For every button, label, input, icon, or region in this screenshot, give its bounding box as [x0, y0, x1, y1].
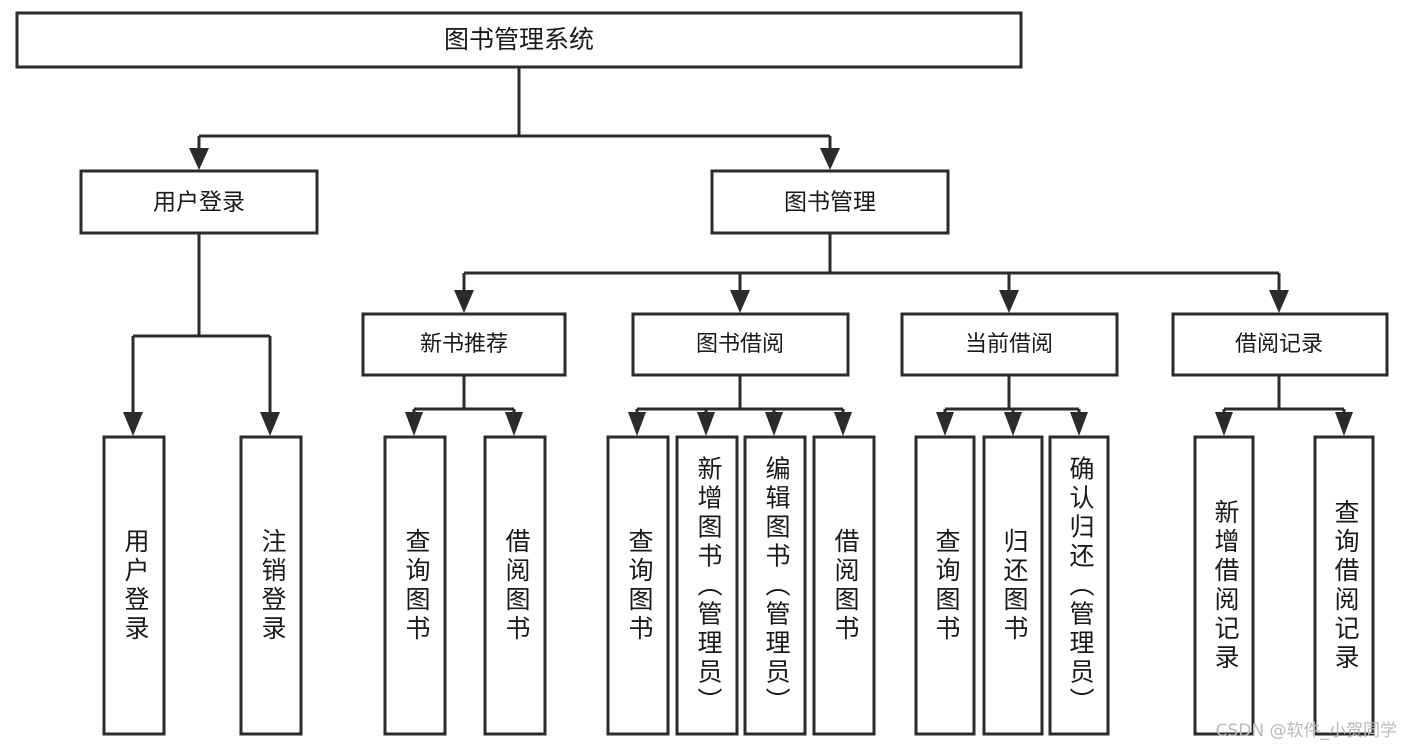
leaf-user-login-login-box[interactable] — [102, 435, 166, 736]
leaf-new-book-borrow[interactable]: 借阅图书 — [483, 435, 547, 736]
node-new-book-recommend-label: 新书推荐 — [420, 332, 508, 357]
leaf-book-borrow-borrow[interactable]: 借阅图书 — [812, 435, 876, 736]
arrow-current-borrow-leaf-3 — [1070, 412, 1088, 436]
node-book-borrow-label: 图书借阅 — [696, 332, 784, 357]
leaf-book-borrow-edit-box[interactable] — [743, 435, 807, 736]
leaf-book-borrow-query[interactable]: 查询图书 — [606, 435, 670, 736]
node-user-login[interactable]: 用户登录 — [79, 169, 319, 235]
leaf-current-borrow-query-box[interactable] — [914, 435, 976, 736]
leaf-new-book-query-label: 查询图书 — [402, 528, 431, 644]
connectors — [123, 67, 1353, 436]
node-current-borrow[interactable]: 当前借阅 — [900, 312, 1119, 377]
leaf-current-borrow-query[interactable]: 查询图书 — [914, 435, 976, 736]
leaf-borrow-record-query[interactable]: 查询借阅记录 — [1313, 435, 1375, 736]
leaf-book-borrow-borrow-box[interactable] — [812, 435, 876, 736]
leaf-current-borrow-confirm-box[interactable] — [1048, 435, 1110, 736]
node-book-management-box[interactable] — [710, 169, 950, 235]
leaf-book-borrow-add[interactable]: 新增图书（管理员） — [675, 435, 739, 736]
arrow-borrow-record-leaf-1 — [1215, 412, 1233, 436]
node-borrow-record[interactable]: 借阅记录 — [1171, 312, 1389, 377]
arrow-book-borrow-leaf-1 — [628, 412, 646, 436]
node-borrow-record-box[interactable] — [1171, 312, 1389, 377]
arrow-current-borrow-leaf-1 — [936, 412, 954, 436]
node-root[interactable]: 图书管理系统 — [15, 11, 1023, 69]
leaf-new-book-query[interactable]: 查询图书 — [383, 435, 447, 736]
leaf-book-borrow-edit[interactable]: 编辑图书（管理员） — [743, 435, 807, 736]
node-book-borrow-box[interactable] — [631, 312, 850, 377]
node-new-book-recommend[interactable]: 新书推荐 — [361, 312, 567, 377]
leaf-current-borrow-query-label: 查询图书 — [932, 528, 961, 644]
node-user-login-box[interactable] — [79, 169, 319, 235]
leaf-user-login-logout[interactable]: 注销登录 — [239, 435, 303, 736]
node-borrow-record-label: 借阅记录 — [1235, 332, 1323, 357]
arrow-book-borrow-leaf-4 — [834, 412, 852, 436]
node-current-borrow-label: 当前借阅 — [965, 332, 1053, 357]
leaf-borrow-record-add-box[interactable] — [1193, 435, 1255, 736]
leaf-new-book-borrow-label: 借阅图书 — [502, 528, 531, 644]
leaf-user-login-logout-box[interactable] — [239, 435, 303, 736]
leaf-book-borrow-edit-label: 编辑图书（管理员） — [762, 456, 791, 717]
arrow-new-book-leaf-2 — [505, 412, 523, 436]
arrow-user-login-leaf-2 — [260, 412, 280, 436]
leaf-new-book-borrow-box[interactable] — [483, 435, 547, 736]
leaf-current-borrow-return-label: 归还图书 — [1000, 528, 1029, 644]
node-root-label: 图书管理系统 — [444, 25, 594, 54]
leaf-user-login-login[interactable]: 用户登录 — [102, 435, 166, 736]
arrow-book-borrow-leaf-2 — [697, 412, 715, 436]
leaf-book-borrow-add-label: 新增图书（管理员） — [694, 456, 723, 717]
leaf-book-borrow-borrow-label: 借阅图书 — [831, 528, 860, 644]
leaf-book-borrow-add-box[interactable] — [675, 435, 739, 736]
node-book-management[interactable]: 图书管理 — [710, 169, 950, 235]
leaf-book-borrow-query-label: 查询图书 — [625, 528, 654, 644]
node-root-box[interactable] — [15, 11, 1023, 69]
leaf-current-borrow-return-box[interactable] — [982, 435, 1044, 736]
arrow-to-borrow-record — [1269, 290, 1289, 313]
leaf-user-login-login-label: 用户登录 — [121, 528, 150, 644]
arrow-root-to-user-login — [189, 148, 209, 170]
arrow-book-borrow-leaf-3 — [765, 412, 783, 436]
leaf-borrow-record-add-label: 新增借阅记录 — [1211, 499, 1240, 673]
leaf-current-borrow-return[interactable]: 归还图书 — [982, 435, 1044, 736]
arrow-user-login-leaf-1 — [123, 412, 143, 436]
node-book-borrow[interactable]: 图书借阅 — [631, 312, 850, 377]
leaf-current-borrow-confirm-label: 确认归还（管理员） — [1066, 456, 1095, 717]
arrow-to-current-borrow — [999, 290, 1019, 313]
arrow-root-to-book-mgmt — [820, 148, 840, 170]
node-current-borrow-box[interactable] — [900, 312, 1119, 377]
node-user-login-label: 用户登录 — [153, 190, 245, 216]
arrow-to-book-borrow — [730, 290, 750, 313]
leaf-new-book-query-box[interactable] — [383, 435, 447, 736]
leaf-borrow-record-add[interactable]: 新增借阅记录 — [1193, 435, 1255, 736]
leaf-borrow-record-query-box[interactable] — [1313, 435, 1375, 736]
node-book-management-label: 图书管理 — [784, 190, 876, 216]
arrow-new-book-leaf-1 — [405, 412, 423, 436]
arrow-borrow-record-leaf-2 — [1335, 412, 1353, 436]
leaf-user-login-logout-label: 注销登录 — [258, 528, 287, 644]
leaf-current-borrow-confirm[interactable]: 确认归还（管理员） — [1048, 435, 1110, 736]
leaf-book-borrow-query-box[interactable] — [606, 435, 670, 736]
watermark-text: CSDN @软件_小贺同学 — [1215, 721, 1397, 741]
leaf-borrow-record-query-label: 查询借阅记录 — [1331, 499, 1360, 673]
node-new-book-recommend-box[interactable] — [361, 312, 567, 377]
arrow-to-new-book-recommend — [454, 290, 474, 313]
arrow-current-borrow-leaf-2 — [1004, 412, 1022, 436]
